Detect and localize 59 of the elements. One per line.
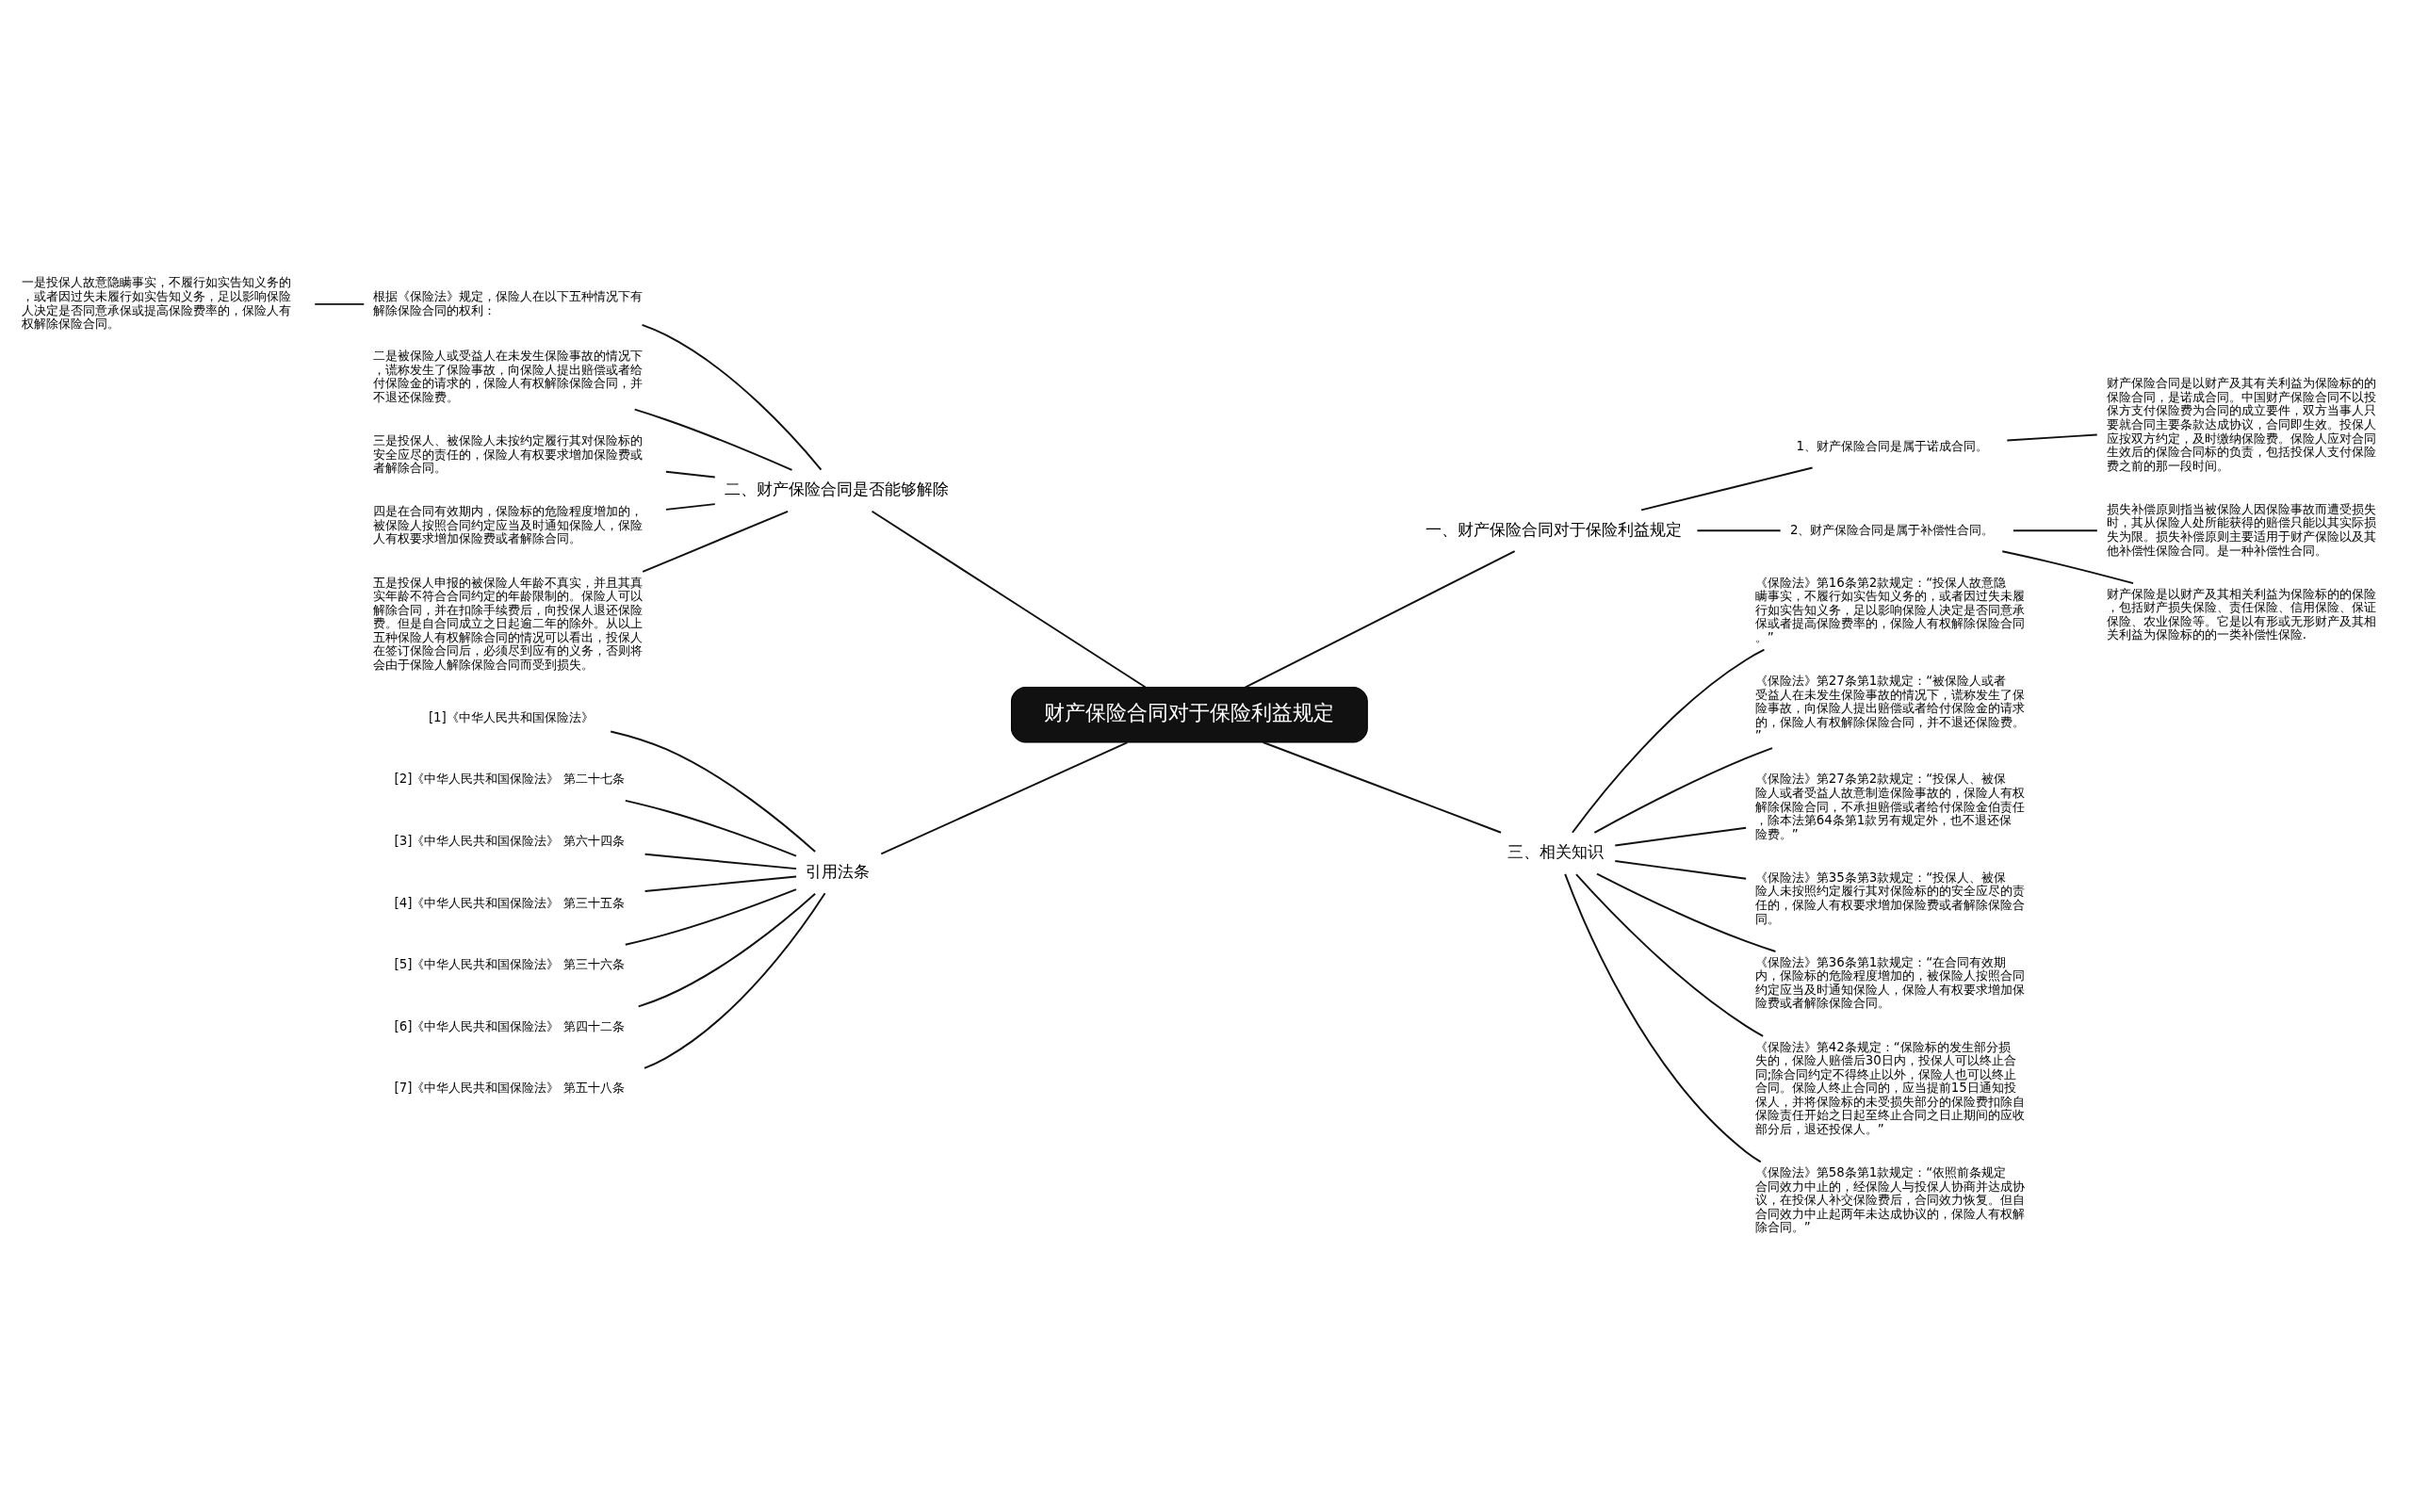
connector: [880, 741, 1129, 855]
node-text: 《保险法》第35条第3款规定：“投保人、被保险人未按照约定履行其对保险标的的安全应尽的责任的，保险人有权要求增加保险费或者解除保险合同。: [1754, 870, 2025, 926]
node-text: 《保险法》第27条第1款规定：“被保险人或者受益人在未发生保险事故的情况下，谎称发生了保险事故，向保险人提出赔偿或者给付保险金的请求的，保险人有权解除保险合同，并不退还保险费。”: [1754, 673, 2025, 743]
connector: [1596, 872, 1777, 952]
node-text: 二、财产保险合同是否能够解除: [724, 480, 949, 499]
connector: [642, 510, 790, 573]
connector: [1614, 860, 1748, 880]
connector: [314, 302, 366, 305]
node-text: 三、相关知识: [1507, 842, 1604, 862]
connector: [641, 323, 823, 471]
connector: [1640, 466, 1814, 512]
connector: [624, 888, 797, 946]
node-text: 损失补偿原则指当被保险人因保险事故而遭受损失时，其从保险人处所能获得的赔偿只能以其实际损失为限。损失补偿原则主要适用于财产保险以及其他补偿性保险合同。是一种补偿性合同。: [2106, 501, 2376, 558]
node-text: [2]《中华人民共和国保险法》 第二十七条: [394, 772, 625, 787]
connector: [637, 892, 817, 1008]
node-text: 1、财产保险合同是属于诺成合同。: [1796, 439, 1989, 454]
connector: [2006, 433, 2098, 442]
connector: [1244, 550, 1516, 689]
connector: [1614, 826, 1748, 847]
node-text: 《保险法》第58条第1款规定：“依照前条规定合同效力中止的，经保险人与投保人协商并达成协议，在投保人补交保险费后，合同效力恢复。但自合同效力中止起两年未达成协议的，保险人有权解除合同。”: [1754, 1165, 2025, 1235]
connector: [624, 799, 797, 857]
connector: [633, 408, 793, 471]
connector: [1593, 747, 1773, 834]
node-text: 《保险法》第27条第2款规定：“投保人、被保险人或者受益人故意制造保险事故的，保险人有权解除保险合同，不承担赔偿或者给付保险金伯责任，除本法第64条第1款另有规定外，也不退还保险费。”: [1754, 772, 2025, 841]
connector: [1571, 648, 1766, 834]
connector: [1564, 872, 1762, 1163]
connector: [1696, 529, 1782, 532]
connector: [644, 853, 798, 870]
node-text: 三是投保人、被保险人未按约定履行其对保险标的安全应尽的责任的，保险人有权要求增加保险费或者解除合同。: [373, 432, 643, 476]
node-text: [4]《中华人民共和国保险法》 第三十五条: [394, 895, 625, 910]
connector: [1262, 741, 1502, 834]
node-text: 一是投保人故意隐瞒事实，不履行如实告知义务的，或者因过失未履行如实告知义务，足以影响保险人决定是否同意承保或提高保险费率的，保险人有权解除保险合同。: [22, 275, 292, 332]
node-text: 2、财产保险合同是属于补偿性合同。: [1789, 522, 1995, 537]
connector: [610, 730, 817, 853]
node-text: [6]《中华人民共和国保险法》 第四十二条: [394, 1018, 625, 1033]
node-text: 五是投保人申报的被保险人年龄不真实，并且其真实年龄不符合合同约定的年龄限制的。保险人可以解除合同，并在扣除手续费后，向投保人退还保险费。但是自合同成立之日起逾二年的除外。从以上五种保险人有权解除合同的情况可以看出，投保人在签订保险合同后，必须尽到应有的义务，否则将会由于保险人解除保险合同而受到损失。: [373, 575, 643, 672]
node-text: 财产保险合同是以财产及其有关利益为保险标的的保险合同，是诺成合同。中国财产保险合同不以投保方支付保险费为合同的成立要件，双方当事人只要就合同主要条款达成协议，合同即生效。投保人应按双方约定，及时缴纳保险费。保险人应对合同生效后的保险合同标的负责，包括投保人支付保险费之前的那一段时间。: [2106, 376, 2376, 473]
node-text: [3]《中华人民共和国保险法》 第六十四条: [394, 833, 625, 848]
node-text: 《保险法》第36条第1款规定：“在合同有效期内，保险标的危险程度增加的，被保险人按照合同约定应当及时通知保险人，保险人有权要求增加保险费或者解除保险合同。: [1754, 954, 2025, 1011]
connector: [664, 503, 716, 511]
connector: [871, 510, 1147, 689]
node-text: 引用法条: [806, 861, 870, 881]
node-text: 根据《保险法》规定，保险人在以下五种情况下有解除保险合同的权利：: [373, 288, 643, 317]
connector: [644, 875, 798, 892]
node-text: 二是被保险人或受益人在未发生保险事故的情况下，谎称发生了保险事故，向保险人提出赔偿或者给付保险金的请求的，保险人有权解除保险合同，并不退还保险费。: [373, 349, 643, 404]
connector: [2012, 529, 2098, 532]
node-text: 四是在合同有效期内，保险标的危险程度增加的，被保险人按照合同约定应当及时通知保险人，保险人有权要求增加保险费或者解除合同。: [373, 504, 643, 546]
node-text: 一、财产保险合同对于保险利益规定: [1426, 519, 1683, 539]
connector: [2001, 550, 2135, 585]
connector: [1575, 873, 1765, 1037]
node-text: 《保险法》第42条规定：“保险标的发生部分损失的，保险人赔偿后30日内，投保人可以终止合同;除合同约定不得终止以外，保险人也可以终止合同。保险人终止合同的，应当提前15日通知投保人，并将保险标的未受损失部分的保险费扣除自保险责任开始之日起至终止合同之日止期间的应收部分后，退还投保人。”: [1754, 1039, 2025, 1136]
node-text: [7]《中华人民共和国保险法》 第五十八条: [394, 1081, 625, 1096]
connector: [664, 470, 716, 479]
connector: [644, 892, 826, 1069]
node-text: [1]《中华人民共和国保险法》: [428, 709, 594, 724]
node-text: [5]《中华人民共和国保险法》 第三十六条: [394, 957, 625, 972]
node-text: 财产保险是以财产及其相关利益为保险标的的保险，包括财产损失保险、责任保险、信用保险、保证保险、农业保险等。它是以有形或无形财产及其相关利益为保险标的的一类补偿性保险.: [2106, 586, 2376, 642]
node-text: 《保险法》第16条第2款规定：“投保人故意隐瞒事实，不履行如实告知义务的，或者因过失未履行如实告知义务，足以影响保险人决定是否同意承保或者提高保险费率的，保险人有权解除保险合同。”: [1754, 575, 2025, 644]
node-box: 财产保险合同对于保险利益规定: [1010, 687, 1368, 743]
